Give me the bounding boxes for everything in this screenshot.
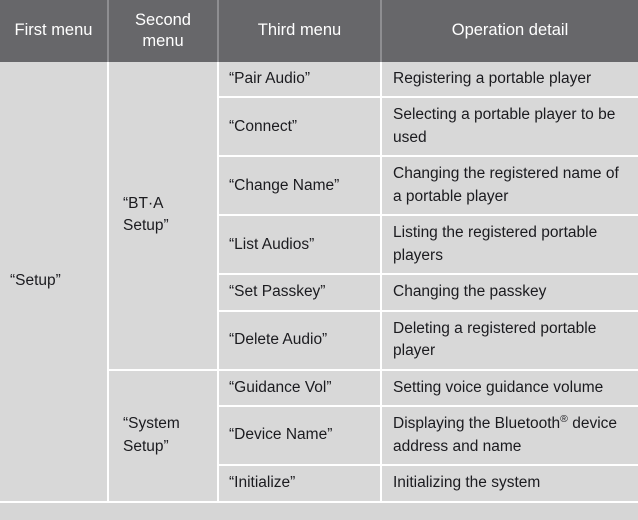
cell-operation-detail-connect: Selecting a portable player to be used [381, 97, 638, 158]
cell-third-menu-device-name: “Device Name” [218, 406, 382, 467]
table-body: “Setup” “BT·A Setup” “Pair Audio” Regist… [0, 62, 638, 503]
column-header-first-menu: First menu [0, 0, 109, 62]
cell-operation-detail-set-passkey: Changing the passkey [381, 274, 638, 312]
cell-third-menu-pair-audio: “Pair Audio” [218, 62, 382, 99]
cell-third-menu-guidance-vol: “Guidance Vol” [218, 369, 382, 408]
cell-third-menu-connect: “Connect” [218, 97, 382, 158]
table-header: First menu Second menu Third menu Operat… [0, 0, 638, 62]
table-row: “Set Passkey” Changing the passkey [0, 274, 638, 312]
column-header-second-menu: Second menu [108, 0, 219, 62]
cell-third-menu-initialize: “Initialize” [218, 465, 382, 503]
cell-operation-detail-list-audios: Listing the registered portable players [381, 215, 638, 276]
operation-detail-text-prefix: Displaying the Bluetooth [393, 415, 561, 433]
table-row: “System Setup” “Guidance Vol” Setting vo… [0, 369, 638, 503]
cell-third-menu-delete-audio: “Delete Audio” [218, 310, 382, 371]
registered-trademark-mark: ® [560, 413, 568, 425]
table-row: “Connect” Selecting a portable player to… [0, 97, 638, 158]
table-row: “Delete Audio” Deleting a registered por… [0, 310, 638, 371]
cell-second-menu-bta-setup: “BT·A Setup” [108, 62, 219, 371]
cell-operation-detail-device-name: Displaying the Bluetooth® device address… [381, 406, 638, 467]
header-row: First menu Second menu Third menu Operat… [0, 0, 638, 62]
table-row: “Initialize” Initializing the system [0, 465, 638, 503]
table-row: “List Audios” Listing the registered por… [0, 215, 638, 276]
operation-detail-text-suffix: device address and name [393, 415, 618, 455]
cell-operation-detail-initialize: Initializing the system [381, 465, 638, 503]
cell-operation-detail-pair-audio: Registering a portable player [381, 62, 638, 99]
cell-operation-detail-change-name: Changing the registered name of a portab… [381, 156, 638, 217]
column-header-third-menu: Third menu [218, 0, 382, 62]
table-row: “Setup” “BT·A Setup” “Pair Audio” Regist… [0, 62, 638, 503]
cell-third-menu-set-passkey: “Set Passkey” [218, 274, 382, 312]
cell-second-menu-system-setup: “System Setup” [108, 369, 219, 503]
cell-operation-detail-guidance-vol: Setting voice guidance volume [381, 369, 638, 408]
menu-reference-table: First menu Second menu Third menu Operat… [0, 0, 638, 503]
cell-operation-detail-delete-audio: Deleting a registered portable player [381, 310, 638, 371]
table-row: “Change Name” Changing the registered na… [0, 156, 638, 217]
cell-third-menu-list-audios: “List Audios” [218, 215, 382, 276]
table-row: “Device Name” Displaying the Bluetooth® … [0, 406, 638, 467]
cell-first-menu-setup: “Setup” [0, 62, 109, 503]
cell-third-menu-change-name: “Change Name” [218, 156, 382, 217]
column-header-operation-detail: Operation detail [381, 0, 638, 62]
